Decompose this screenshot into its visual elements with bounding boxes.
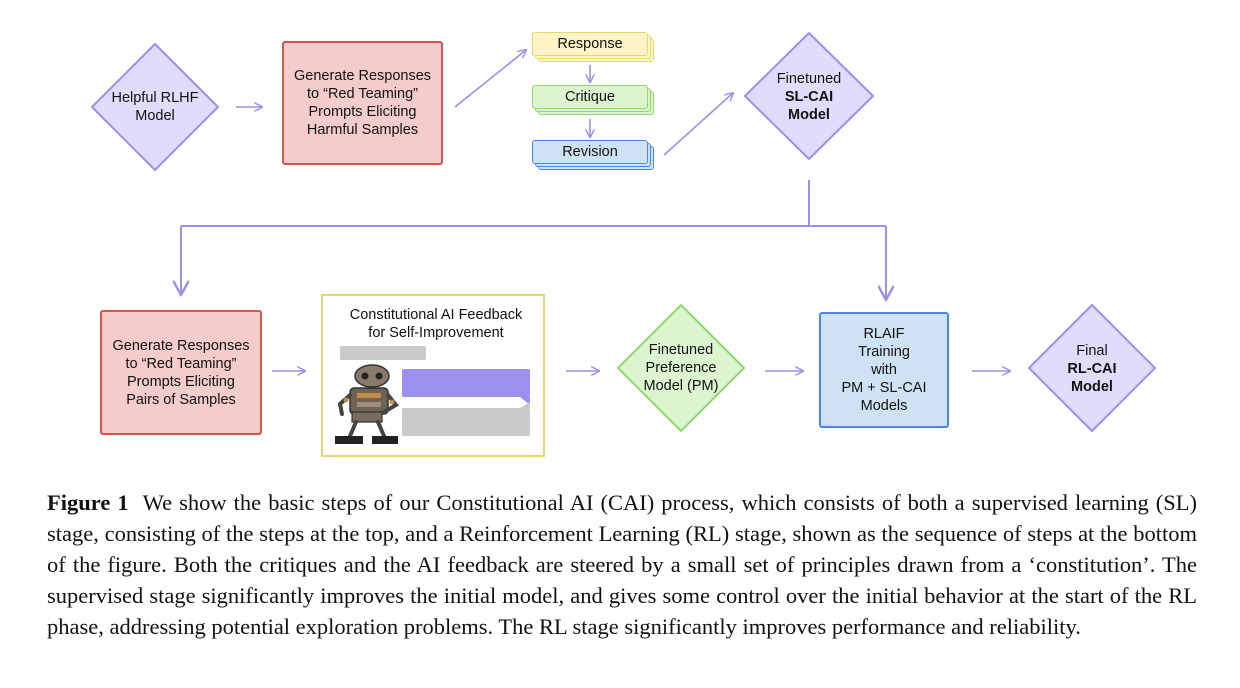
final-line2: RL-CAI xyxy=(1067,361,1117,377)
response-label: Response xyxy=(557,36,623,52)
critique-label: Critique xyxy=(565,89,615,105)
response-stack-front xyxy=(532,32,648,56)
arrow-generate-to-response xyxy=(454,50,526,108)
feedback-bubble-purple xyxy=(402,369,530,397)
rlaif-box: RLAIF Training with PM + SL-CAI Models xyxy=(819,312,949,428)
feedback-bubble-gray-tail xyxy=(520,402,530,408)
sl-cai-line2: SL-CAI xyxy=(784,89,834,105)
helpful-model-diamond xyxy=(91,43,219,171)
thinking-robot-icon xyxy=(335,364,400,444)
final-line1: Final xyxy=(1076,343,1108,359)
arrow-revision-to-slcai xyxy=(663,93,733,156)
sl-cai-diamond xyxy=(744,32,874,160)
revision-label: Revision xyxy=(562,144,618,160)
diagram-connectors xyxy=(91,32,1156,444)
caption-text: We show the basic steps of our Constitut… xyxy=(47,490,1198,639)
preference-model-label: Finetuned Preference Model (PM) xyxy=(643,342,719,394)
feedback-panel xyxy=(321,294,545,457)
final-line3: Model xyxy=(1071,379,1113,395)
generate-harmful-box: Generate Responses to “Red Teaming” Prom… xyxy=(282,41,443,165)
helpful-model-label: Helpful RLHF Model xyxy=(111,90,199,124)
cai-process-diagram: Helpful RLHF Model Generate Responses to… xyxy=(91,32,1156,457)
sl-cai-line3: Model xyxy=(788,107,830,123)
sl-cai-label: Finetuned SL-CAI Model xyxy=(755,68,863,126)
generate-pairs-box: Generate Responses to “Red Teaming” Prom… xyxy=(100,310,262,435)
feedback-bubble-gray-small xyxy=(340,346,426,360)
final-model-label: Final RL-CAI Model xyxy=(1040,340,1144,398)
sl-cai-line1: Finetuned xyxy=(776,71,842,87)
connector-slcai-branch xyxy=(181,180,886,227)
feedback-title: Constitutional AI Feedback for Self-Impr… xyxy=(349,307,523,341)
preference-model-diamond xyxy=(617,304,745,432)
feedback-bubble-gray-large xyxy=(402,408,530,436)
critique-stack-front xyxy=(532,85,648,109)
revision-stack-front xyxy=(532,140,648,164)
figure-label: Figure 1 xyxy=(47,490,129,515)
final-model-diamond xyxy=(1028,304,1156,432)
feedback-bubble-purple-tail xyxy=(520,397,530,405)
